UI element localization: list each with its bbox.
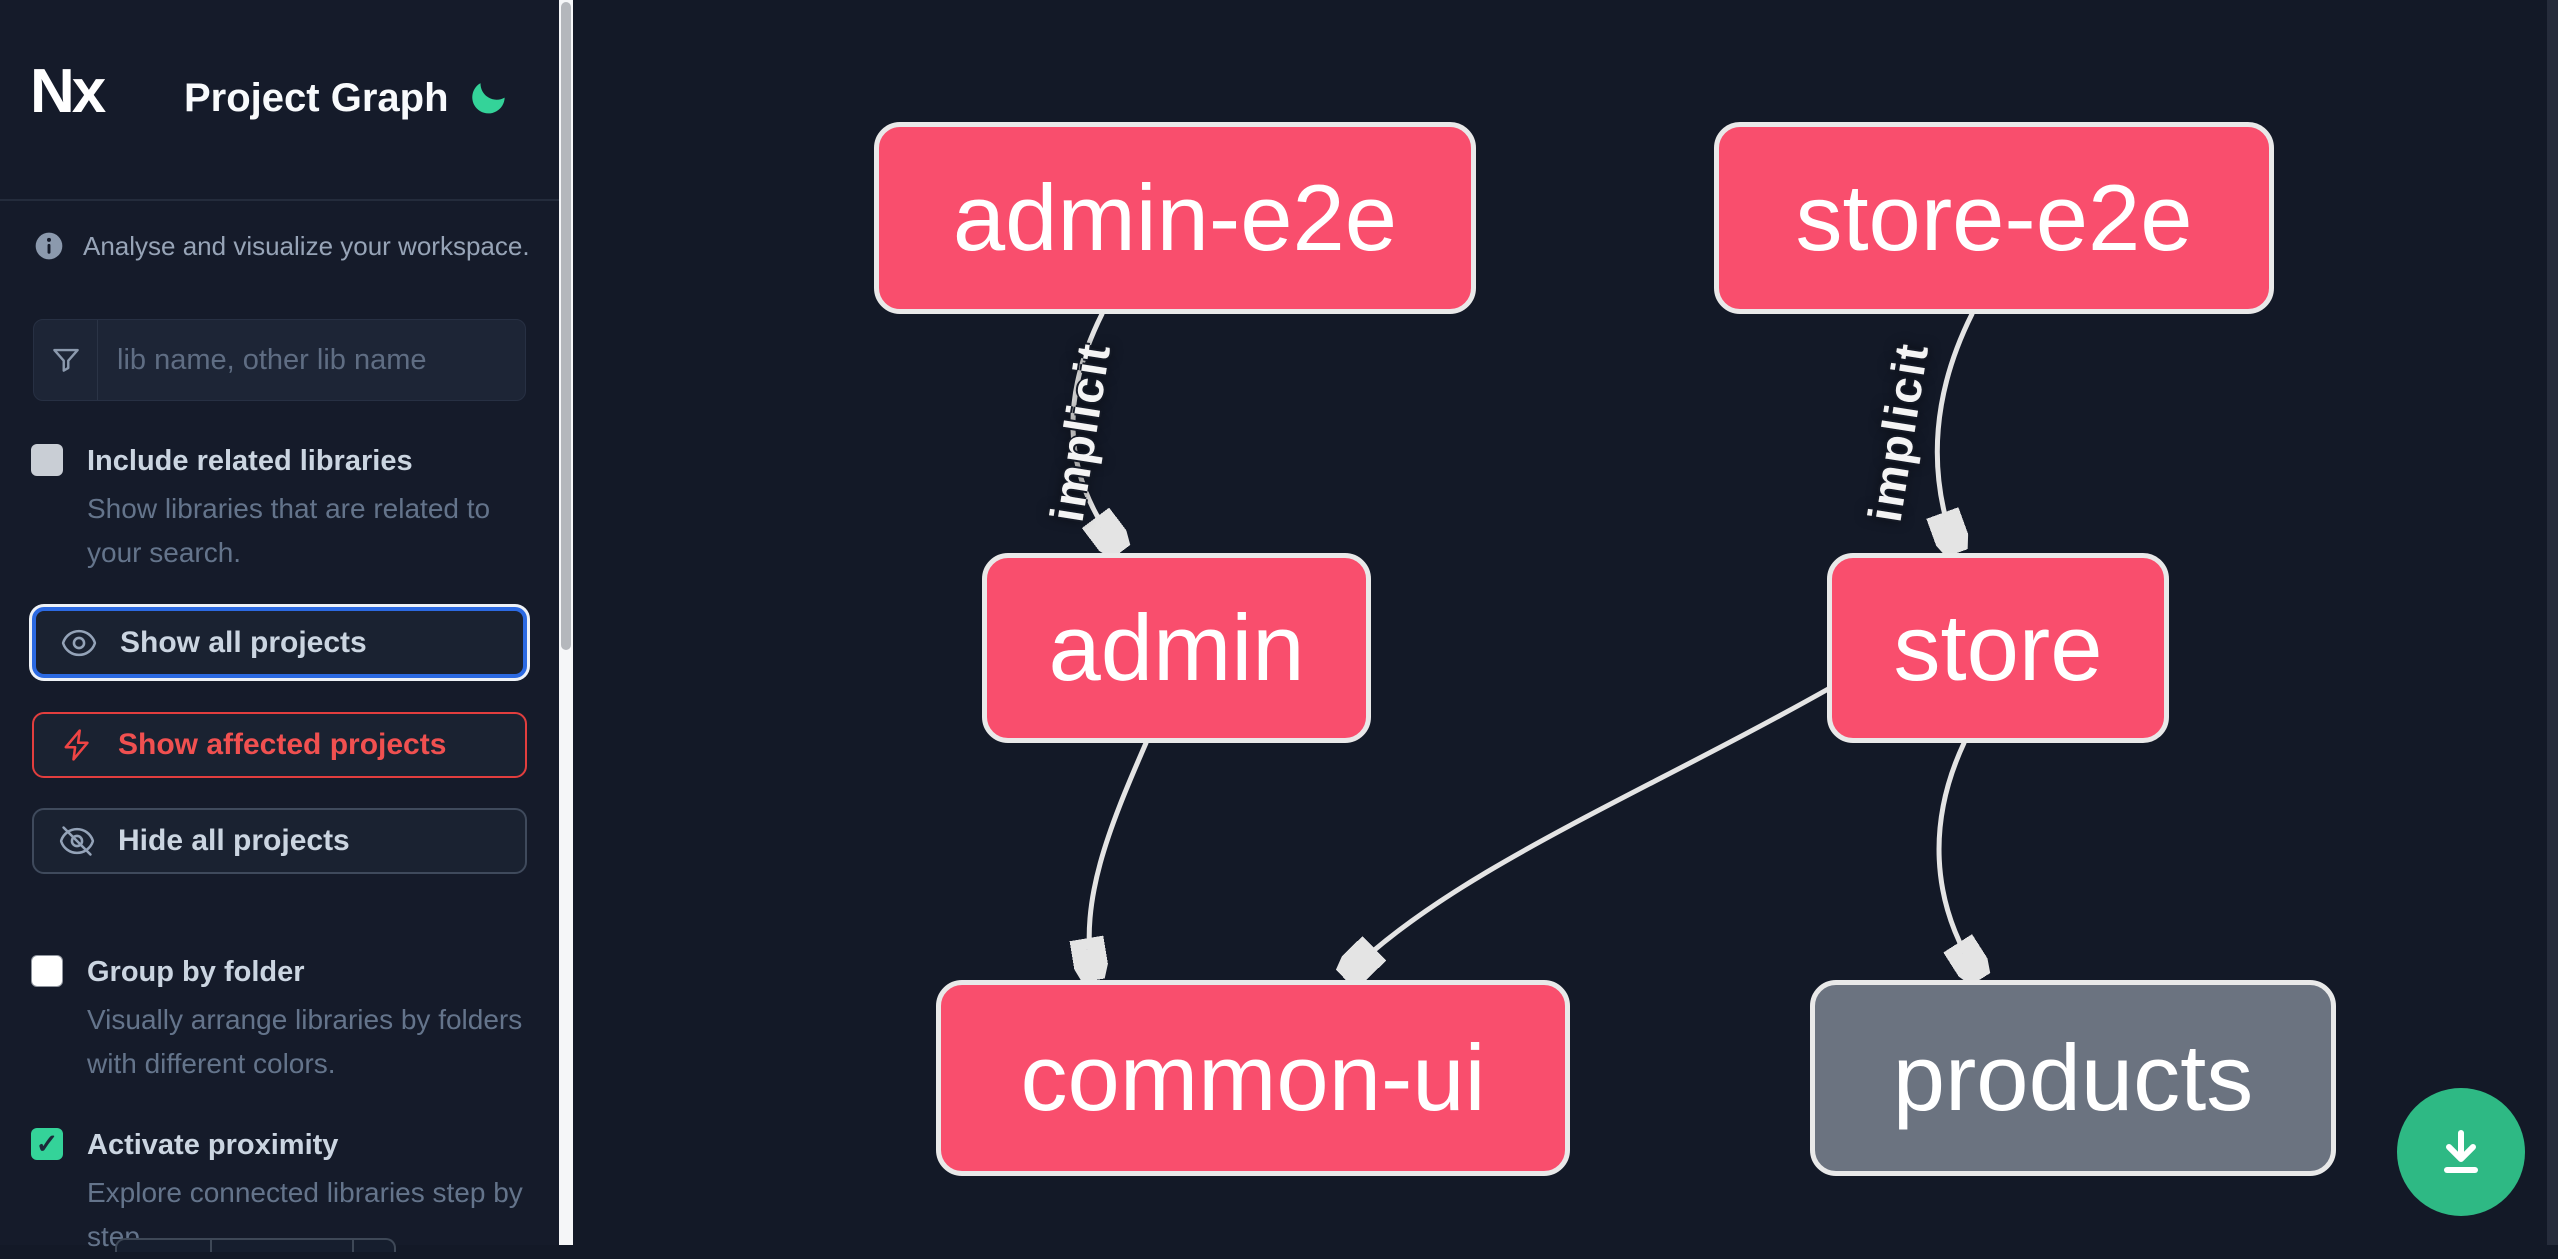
search-box [33, 319, 526, 401]
button-label: Show affected projects [118, 728, 447, 761]
option-label: Activate proximity [87, 1129, 339, 1161]
filter-icon [52, 348, 79, 372]
option-label: Group by folder [87, 956, 305, 988]
search-input[interactable] [98, 320, 525, 400]
moon-icon [472, 83, 505, 114]
option-label: Include related libraries [87, 445, 413, 477]
stepper-control-partial[interactable] [115, 1238, 396, 1252]
sidebar-scrollbar-track[interactable] [559, 0, 573, 1245]
workspace-tagline-row: Analyse and visualize your workspace. [33, 230, 530, 262]
node-store[interactable]: store [1827, 553, 2169, 743]
check-icon: ✓ [35, 1128, 59, 1159]
option-description: Explore connected libraries step by step… [87, 1177, 523, 1252]
hide-all-projects-button[interactable]: Hide all projects [32, 808, 527, 874]
option-description: Visually arrange libraries by folders wi… [87, 1004, 523, 1079]
node-store-e2e[interactable]: store-e2e [1714, 122, 2274, 314]
group-by-folder-checkbox[interactable]: ✓ [31, 955, 63, 987]
stepper-segment[interactable] [354, 1240, 398, 1252]
download-image-button[interactable] [2397, 1088, 2525, 1216]
stepper-segment[interactable] [212, 1240, 354, 1252]
edge-admin-e2e-to-admin[interactable] [1070, 311, 1116, 545]
download-icon [2444, 1130, 2478, 1173]
node-admin-e2e[interactable]: admin-e2e [874, 122, 1476, 314]
nx-logo: Nx [30, 57, 106, 126]
include-related-checkbox[interactable]: ✓ [31, 444, 63, 476]
sidebar: Nx Project Graph Analyse and visualize y… [0, 0, 559, 1252]
eye-slash-icon [59, 826, 95, 856]
show-affected-projects-button[interactable]: Show affected projects [32, 712, 527, 778]
node-admin[interactable]: admin [982, 553, 1371, 743]
edge-store-e2e-to-store[interactable] [1937, 311, 1975, 545]
stepper-segment[interactable] [117, 1240, 212, 1252]
theme-toggle-button[interactable] [468, 76, 512, 120]
tagline-text: Analyse and visualize your workspace. [83, 230, 530, 261]
page-scrollbar-track[interactable] [2547, 0, 2558, 1245]
node-products[interactable]: products [1810, 980, 2336, 1176]
bolt-icon [64, 729, 89, 761]
header-divider [0, 199, 559, 201]
sidebar-header: Nx Project Graph [0, 0, 559, 199]
sidebar-scrollbar-thumb[interactable] [561, 2, 571, 650]
node-common-ui[interactable]: common-ui [936, 980, 1570, 1176]
edge-store-to-common-ui[interactable] [1350, 685, 1833, 972]
edge-store-to-products[interactable] [1936, 740, 1976, 972]
show-all-projects-button[interactable]: Show all projects [32, 607, 527, 678]
button-label: Show all projects [120, 625, 367, 659]
eye-icon [61, 629, 97, 656]
button-label: Hide all projects [118, 824, 350, 857]
option-description: Show libraries that are related to your … [87, 493, 491, 568]
edge-admin-to-common-ui[interactable] [1089, 740, 1149, 972]
page-title: Project Graph [184, 76, 449, 120]
filter-funnel-cell [34, 320, 98, 400]
info-icon [35, 232, 63, 260]
activate-proximity-checkbox[interactable]: ✓ [31, 1128, 63, 1160]
